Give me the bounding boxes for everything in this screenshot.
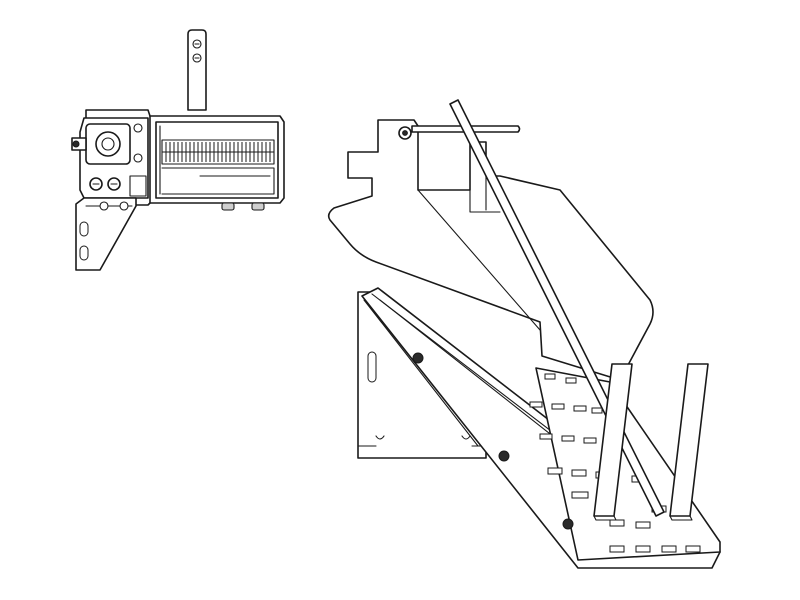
mounting-bracket	[75, 197, 137, 271]
comb-teeth	[161, 142, 275, 162]
holder-assembly	[71, 29, 285, 271]
adjustment-strap	[187, 29, 207, 111]
stop-post-left	[593, 363, 633, 521]
stop-post-right	[669, 363, 709, 521]
end-plate	[71, 117, 149, 199]
guide-panel	[327, 119, 654, 381]
tray-assembly	[327, 99, 721, 569]
